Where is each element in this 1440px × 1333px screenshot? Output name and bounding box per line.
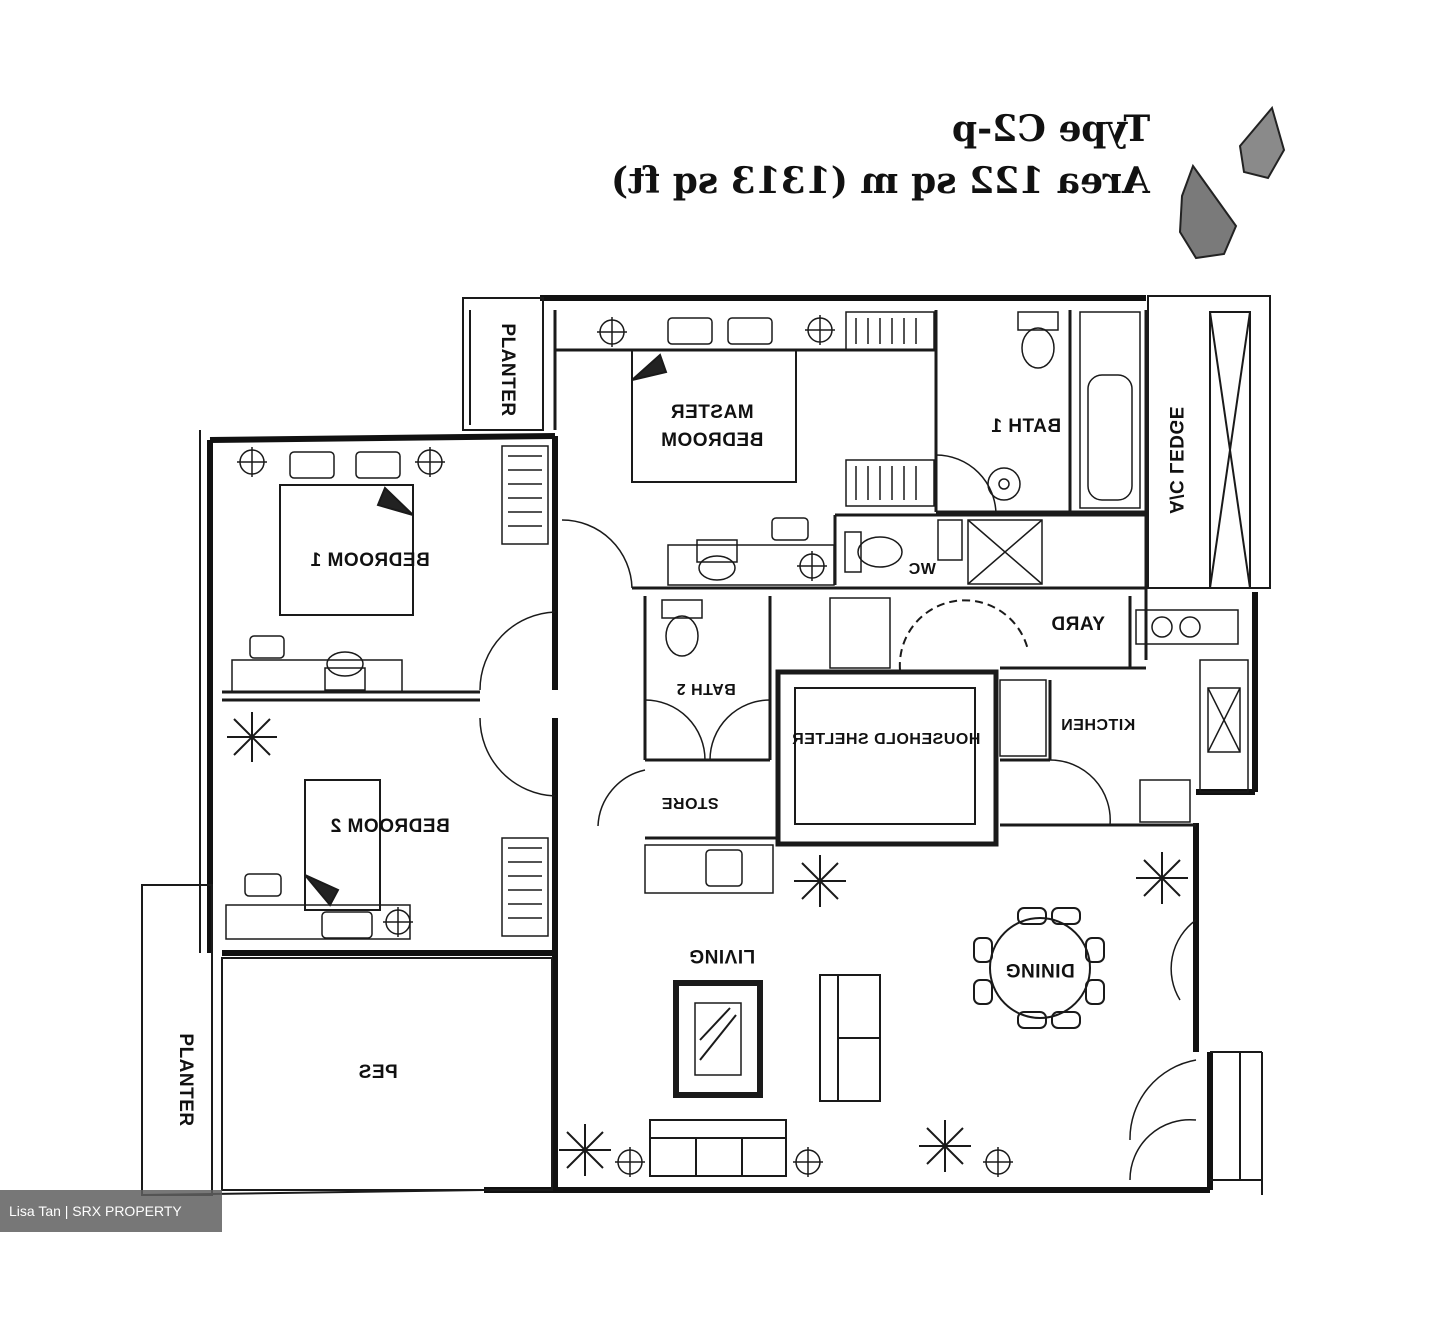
kitchen-counters — [829, 597, 1249, 823]
pillows — [244, 317, 773, 939]
label-bath-2: BATH 2 — [676, 680, 736, 697]
label-dining: DINING — [1005, 959, 1075, 980]
basin-icon — [937, 467, 1239, 645]
label-master-bedroom-2: BEDROOM — [661, 430, 764, 451]
master-bed — [631, 349, 797, 483]
interior-walls — [222, 310, 1196, 840]
room-labels: MASTER BEDROOM BATH 1 A/C LEDGE BEDROOM … — [175, 323, 1186, 1126]
bed-2 — [304, 779, 381, 911]
household-shelter-walls — [775, 669, 999, 847]
sofa — [649, 974, 881, 1177]
label-bedroom-2: BEDROOM 2 — [330, 816, 450, 837]
label-pes: PES — [358, 1062, 398, 1083]
watermark-badge: Lisa Tan | SRX PROPERTY — [0, 1190, 222, 1232]
label-bath-1: BATH 1 — [991, 416, 1061, 437]
lamp-icon — [237, 315, 1013, 1177]
bathtub — [1079, 311, 1141, 509]
label-planter-top: PLANTER — [497, 323, 518, 416]
door-swings — [479, 454, 1197, 1181]
label-ac-ledge: A/C LEDGE — [1165, 406, 1186, 514]
desks — [225, 517, 835, 940]
label-kitchen: KITCHEN — [1061, 717, 1136, 734]
label-household-shelter: HOUSEHOLD SHELTER — [792, 731, 981, 748]
plant-icon — [227, 712, 1188, 1176]
label-planter-left: PLANTER — [175, 1033, 196, 1126]
bed-1 — [279, 484, 414, 616]
label-master-bedroom-1: MASTER — [670, 402, 753, 423]
label-store: STORE — [661, 794, 718, 811]
label-wc: WC — [908, 561, 936, 578]
rug — [673, 980, 763, 1098]
wardrobes — [501, 311, 935, 937]
label-living: LIVING — [689, 945, 755, 966]
label-yard: YARD — [1051, 614, 1105, 635]
shower — [967, 519, 1043, 585]
dining-table — [973, 907, 1105, 1029]
diamond-icon — [1178, 105, 1286, 260]
label-bedroom-1: BEDROOM 1 — [310, 550, 430, 571]
toilet-icon — [324, 311, 1059, 691]
